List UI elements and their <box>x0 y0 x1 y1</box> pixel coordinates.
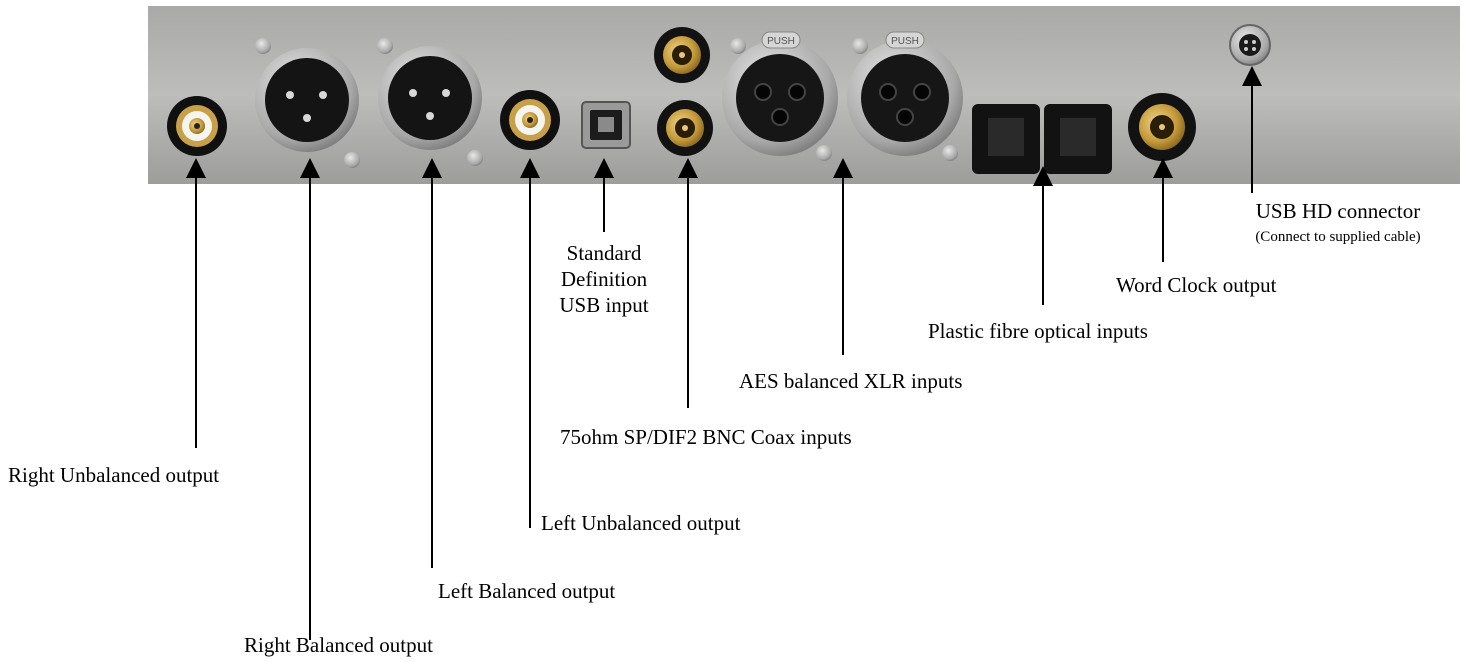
label-usb-sd: Standard Definition USB input <box>538 240 670 318</box>
usb-hd-connector <box>1229 24 1271 66</box>
label-aes-xlr: AES balanced XLR inputs <box>739 369 963 393</box>
label-bnc-coax: 75ohm SP/DIF2 BNC Coax inputs <box>560 425 852 449</box>
aes-xlr-connector-2: PUSH <box>847 31 963 161</box>
bnc-coax-connector-bottom <box>657 100 713 156</box>
label-usb-sd-line3: USB input <box>559 293 649 317</box>
label-usb-sd-line2: Definition <box>560 267 648 291</box>
label-right-balanced: Right Balanced output <box>244 633 433 657</box>
label-usb-sd-line1: Standard <box>566 241 642 265</box>
label-usb-hd-note: (Connect to supplied cable) <box>1255 229 1421 245</box>
label-optical: Plastic fibre optical inputs <box>928 319 1148 343</box>
label-right-unbalanced: Right Unbalanced output <box>8 463 220 487</box>
label-left-unbalanced: Left Unbalanced output <box>541 511 741 535</box>
optical-input-2 <box>1044 104 1112 174</box>
push-label: PUSH <box>767 36 795 47</box>
optical-input-1 <box>972 104 1040 174</box>
label-usb-hd-title: USB HD connector <box>1255 199 1421 223</box>
label-usb-hd: USB HD connector (Connect to supplied ca… <box>1228 198 1448 250</box>
usb-b-connector <box>581 101 631 149</box>
word-clock-bnc-connector <box>1128 93 1196 161</box>
label-left-balanced: Left Balanced output <box>438 579 616 603</box>
right-balanced-xlr-connector <box>255 38 360 168</box>
push-label: PUSH <box>891 36 919 47</box>
label-word-clock: Word Clock output <box>1116 273 1277 297</box>
aes-xlr-connector-1: PUSH <box>722 31 838 161</box>
right-unbalanced-rca-connector <box>167 96 227 156</box>
bnc-coax-connector-top <box>654 27 710 83</box>
left-balanced-xlr-connector <box>377 38 483 166</box>
left-unbalanced-rca-connector <box>500 90 560 150</box>
